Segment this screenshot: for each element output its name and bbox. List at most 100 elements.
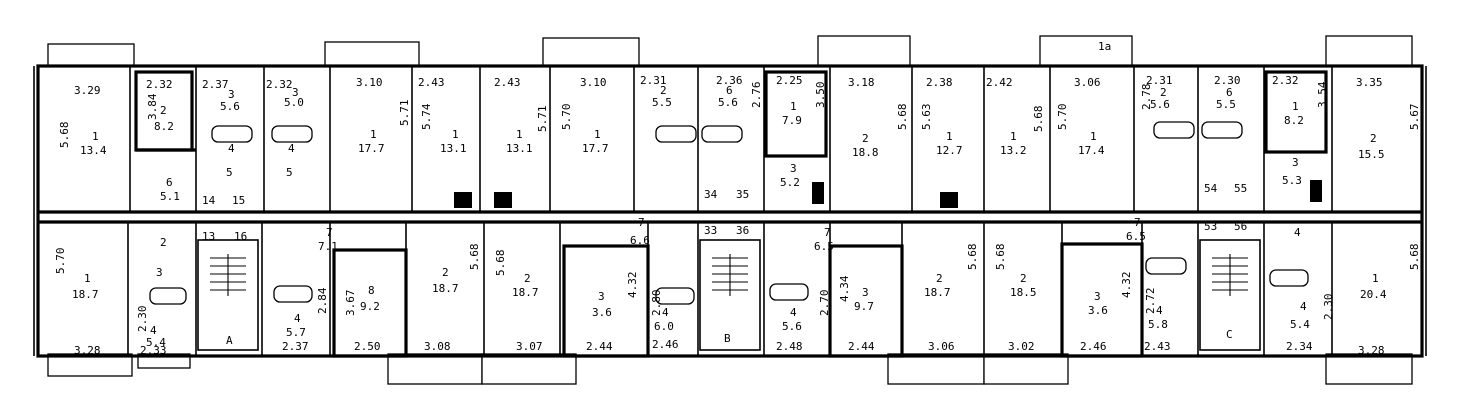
plan-label: B	[724, 332, 731, 345]
room-area: 7.1	[318, 240, 338, 253]
room-num: 1	[370, 128, 377, 141]
room-width: 2.44	[586, 340, 613, 353]
room-num: 7	[1134, 216, 1141, 229]
room-area: 18.7	[432, 282, 459, 295]
room-width: 2.46	[652, 338, 679, 351]
landing-arrows: A B C	[226, 328, 1233, 347]
room-area: 18.7	[512, 286, 539, 299]
room-num: 2	[442, 266, 449, 279]
room-width: 3.07	[516, 340, 543, 353]
plan-label: 35	[736, 188, 749, 201]
room-num: 1	[946, 130, 953, 143]
room-area: 18.7	[924, 286, 951, 299]
room-num: 1	[790, 100, 797, 113]
plan-label: 34	[704, 188, 718, 201]
room-depth: 5.70	[1056, 104, 1069, 131]
room-width: 2.37	[282, 340, 309, 353]
room-num: 1	[594, 128, 601, 141]
stairwell-3	[1199, 239, 1261, 351]
room-area: 13.1	[440, 142, 467, 155]
lower-partitions	[127, 222, 1333, 358]
room-depth: 5.68	[1408, 244, 1421, 271]
stairwell-2	[699, 239, 761, 351]
room-area: 18.8	[852, 146, 879, 159]
room-depth: 4.32	[626, 272, 639, 299]
room-num: 1	[1010, 130, 1017, 143]
room-area: 5.4	[1290, 318, 1310, 331]
room-num: 1	[516, 128, 523, 141]
plan-label: 33	[704, 224, 717, 237]
room-area: 15.5	[1358, 148, 1385, 161]
room-depth: 2.84	[316, 287, 329, 314]
room-width: 3.08	[424, 340, 451, 353]
room-area: 5.6	[220, 100, 240, 113]
room-num: 3	[598, 290, 605, 303]
room-area: 5.7	[286, 326, 306, 339]
room-width: 2.30	[1214, 74, 1241, 87]
room-width: 2.31	[1146, 74, 1173, 87]
room-area: 5.6	[1150, 98, 1170, 111]
room-width: 2.25	[776, 74, 803, 87]
room-width: 2.43	[1144, 340, 1171, 353]
room-width: 3.10	[356, 76, 383, 89]
room-depth: 5.68	[1032, 106, 1045, 133]
room-num: 1	[1090, 130, 1097, 143]
room-width: 2.32	[266, 78, 293, 91]
room-area: 18.5	[1010, 286, 1037, 299]
bath-fixtures	[149, 121, 1322, 305]
room-area: 13.2	[1000, 144, 1027, 157]
room-num: 7	[326, 226, 333, 239]
room-width: 2.42	[986, 76, 1013, 89]
plan-label: 15	[232, 194, 245, 207]
stair-labels: 14 15 13 16 34 35 33 36 54 55 53 56	[202, 182, 1247, 243]
room-num: 3	[292, 86, 299, 99]
room-area: 5.2	[780, 176, 800, 189]
room-num: 3	[228, 88, 235, 101]
room-width: 3.35	[1356, 76, 1383, 89]
room-width: 2.33	[140, 344, 167, 357]
room-area: 20.4	[1360, 288, 1387, 301]
room-width: 2.37	[202, 78, 229, 91]
room-num: 4	[228, 142, 235, 155]
room-depth: 2.30	[1322, 294, 1335, 321]
room-area: 9.7	[854, 300, 874, 313]
room-depth: 2.80	[650, 290, 663, 317]
room-depth: 5.68	[966, 244, 979, 271]
room-width: 3.02	[1008, 340, 1035, 353]
room-area: 5.3	[1282, 174, 1302, 187]
room-depth: 5.68	[58, 122, 71, 149]
stairwell-1	[197, 239, 259, 351]
room-depth: 5.71	[536, 106, 549, 133]
room-area: 9.2	[360, 300, 380, 313]
room-num: 4	[662, 306, 669, 319]
room-num: 4	[1156, 304, 1163, 317]
room-num: 3	[862, 286, 869, 299]
room-depth: 2.78	[1140, 84, 1153, 111]
room-depth: 5.71	[398, 100, 411, 127]
room-depth: 4.32	[1120, 272, 1133, 299]
room-area: 5.6	[718, 96, 738, 109]
room-num: 6	[726, 84, 733, 97]
room-depth: 5.67	[1408, 104, 1421, 131]
plan-label: 14	[202, 194, 216, 207]
room-num: 2	[1370, 132, 1377, 145]
room-num: 4	[288, 142, 295, 155]
plan-label: 56	[1234, 220, 1247, 233]
room-area: 3.6	[592, 306, 612, 319]
room-depth: 5.70	[54, 248, 67, 275]
room-area: 8.2	[1284, 114, 1304, 127]
room-num: 3	[1292, 156, 1299, 169]
room-area: 6.5	[1126, 230, 1146, 243]
room-area: 7.9	[782, 114, 802, 127]
room-area: 5.8	[1148, 318, 1168, 331]
room-area: 5.5	[1216, 98, 1236, 111]
plan-label: 16	[234, 230, 247, 243]
room-depth: 2.76	[750, 82, 763, 109]
room-depth: 5.70	[560, 104, 573, 131]
room-width: 2.44	[848, 340, 875, 353]
room-width: 2.43	[418, 76, 445, 89]
room-width: 2.31	[640, 74, 667, 87]
room-num: 1	[1292, 100, 1299, 113]
room-num: 4	[1294, 226, 1301, 239]
